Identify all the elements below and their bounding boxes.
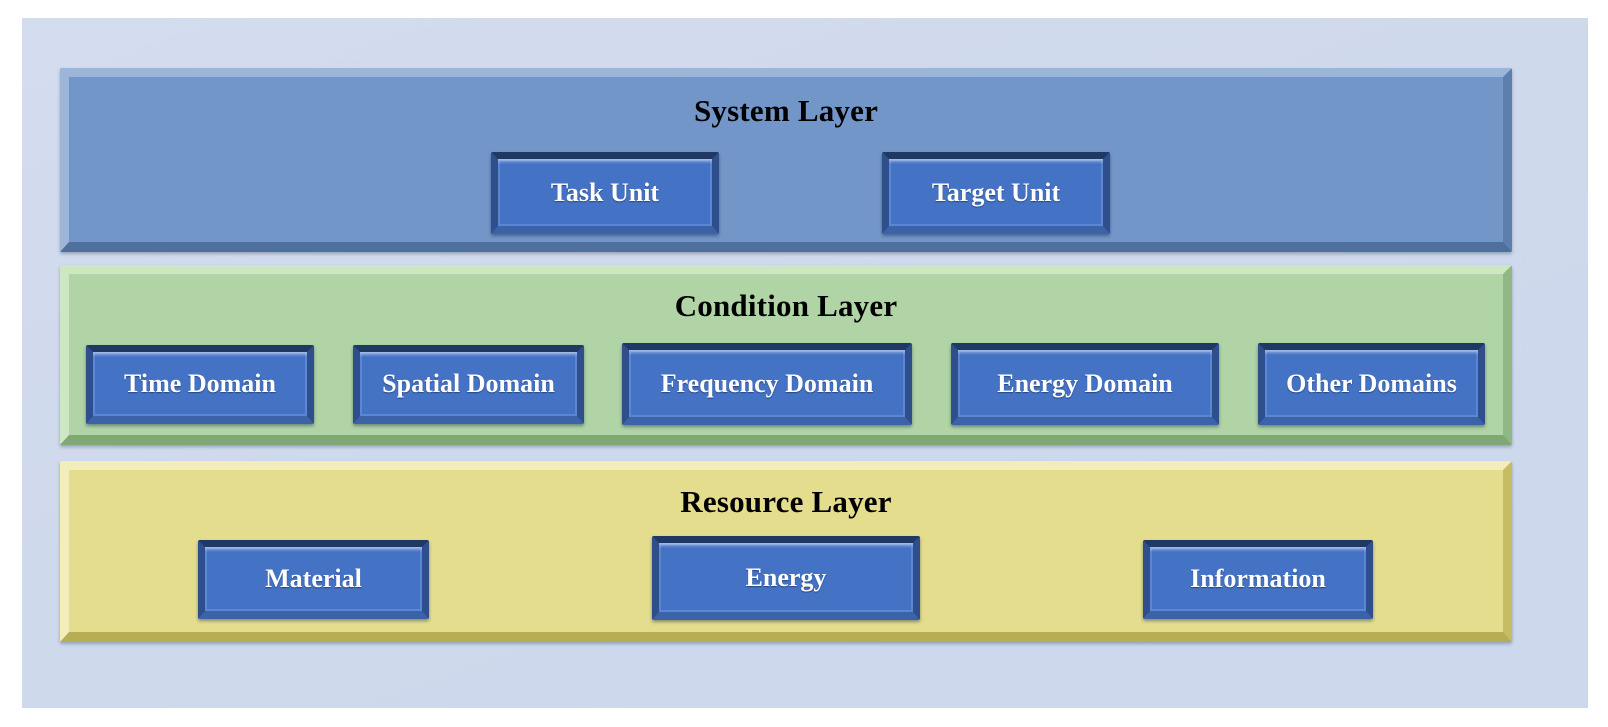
- node-other-domains[interactable]: Other Domains: [1258, 343, 1485, 425]
- node-material-label: Material: [265, 564, 362, 593]
- node-task-unit-label: Task Unit: [550, 177, 660, 207]
- node-target-unit[interactable]: Target Unit: [882, 152, 1110, 234]
- node-material[interactable]: Material: [198, 540, 429, 619]
- resource-layer-content: Resource Layer: [69, 470, 1503, 632]
- node-other-domains-label: Other Domains: [1286, 368, 1457, 398]
- node-frequency-domain[interactable]: Frequency Domain: [622, 343, 912, 425]
- node-frequency-domain-label: Frequency Domain: [660, 368, 874, 398]
- system-layer-title: System Layer: [693, 93, 879, 128]
- node-information-label: Information: [1190, 564, 1326, 593]
- node-task-unit[interactable]: Task Unit: [491, 152, 719, 234]
- node-time-domain[interactable]: Time Domain: [86, 345, 314, 424]
- node-energy[interactable]: Energy: [652, 536, 920, 620]
- condition-layer-title: Condition Layer: [674, 288, 898, 323]
- node-spatial-domain[interactable]: Spatial Domain: [353, 345, 584, 424]
- node-energy-domain-label: Energy Domain: [997, 368, 1173, 398]
- node-energy-label: Energy: [745, 562, 827, 592]
- node-spatial-domain-label: Spatial Domain: [382, 369, 555, 398]
- condition-layer-content: Condition Layer: [69, 274, 1503, 435]
- node-energy-domain[interactable]: Energy Domain: [951, 343, 1219, 425]
- node-information[interactable]: Information: [1143, 540, 1373, 619]
- node-time-domain-label: Time Domain: [124, 369, 276, 398]
- system-layer-content: System Layer: [69, 77, 1503, 242]
- system-layer-band: System Layer: [60, 68, 1512, 252]
- node-target-unit-label: Target Unit: [931, 177, 1061, 207]
- resource-layer-title: Resource Layer: [680, 484, 892, 519]
